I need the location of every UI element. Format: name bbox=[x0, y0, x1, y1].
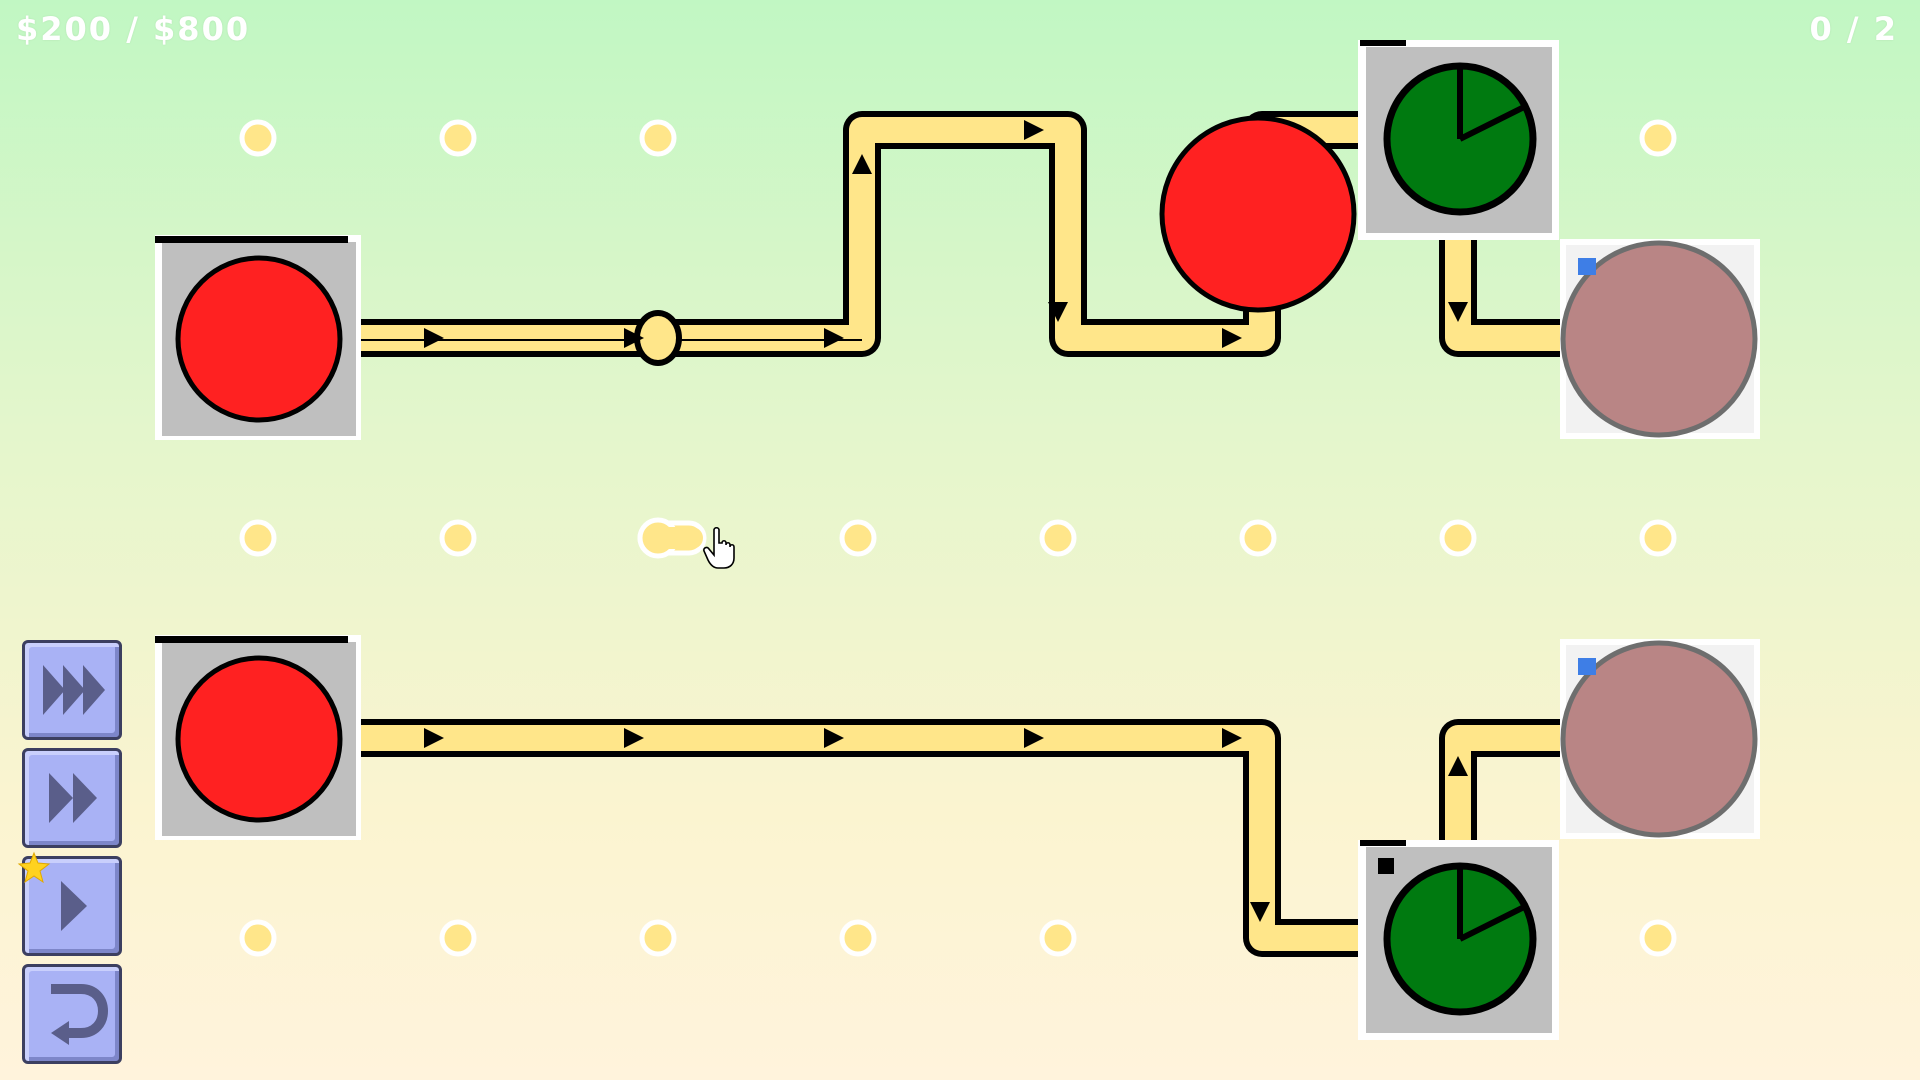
timer-top[interactable] bbox=[1358, 40, 1559, 240]
grid-node[interactable] bbox=[1239, 519, 1277, 557]
arrow-right-icon bbox=[824, 328, 844, 348]
target-bottom[interactable] bbox=[1560, 639, 1760, 839]
grid-node[interactable] bbox=[439, 519, 477, 557]
grid-node[interactable] bbox=[239, 519, 277, 557]
source-top[interactable] bbox=[155, 235, 361, 440]
arrow-right-icon bbox=[1024, 120, 1044, 140]
grid-nodes bbox=[239, 119, 1677, 957]
grid-node[interactable] bbox=[1039, 519, 1077, 557]
arrow-down-icon bbox=[1048, 302, 1068, 322]
goal-progress: 0 / 2 bbox=[1809, 10, 1898, 48]
grid-node[interactable] bbox=[1039, 919, 1077, 957]
dragging-node[interactable] bbox=[637, 517, 707, 559]
grid-node[interactable] bbox=[1639, 519, 1677, 557]
grid-node[interactable] bbox=[239, 919, 277, 957]
arrow-down-icon bbox=[1448, 302, 1468, 322]
fast-forward-2x-button[interactable] bbox=[22, 748, 122, 848]
grid-node[interactable] bbox=[1439, 519, 1477, 557]
grid-node[interactable] bbox=[839, 919, 877, 957]
arrow-up-icon bbox=[852, 154, 872, 174]
arrow-down-icon bbox=[1250, 902, 1270, 922]
arrow-right-icon bbox=[624, 328, 644, 348]
play-button[interactable] bbox=[17, 851, 122, 956]
money-counter: $200 / $800 bbox=[16, 10, 251, 48]
grid-node[interactable] bbox=[439, 119, 477, 157]
arrow-right-icon bbox=[1024, 728, 1044, 748]
grid-node[interactable] bbox=[639, 119, 677, 157]
track-arrows bbox=[424, 120, 1468, 922]
arrow-up-icon bbox=[1448, 756, 1468, 776]
grid-node[interactable] bbox=[439, 919, 477, 957]
grid-node[interactable] bbox=[1639, 119, 1677, 157]
arrow-right-icon bbox=[624, 728, 644, 748]
double-chevron-right-icon bbox=[49, 773, 97, 823]
triple-chevron-right-icon bbox=[43, 665, 105, 715]
grid-node[interactable] bbox=[839, 519, 877, 557]
track-bottom[interactable] bbox=[360, 719, 1562, 957]
target-top[interactable] bbox=[1560, 239, 1760, 439]
undo-arrow-icon bbox=[51, 984, 109, 1045]
hand-cursor-icon bbox=[703, 526, 735, 569]
arrow-right-icon bbox=[424, 328, 444, 348]
arrow-right-icon bbox=[1222, 728, 1242, 748]
fast-forward-3x-button[interactable] bbox=[22, 640, 122, 740]
grid-node[interactable] bbox=[639, 919, 677, 957]
undo-button[interactable] bbox=[22, 964, 122, 1064]
track-junction[interactable] bbox=[634, 310, 682, 366]
arrow-right-icon bbox=[824, 728, 844, 748]
timer-bottom[interactable] bbox=[1358, 840, 1559, 1040]
arrow-right-icon bbox=[1222, 328, 1242, 348]
arrow-right-icon bbox=[424, 728, 444, 748]
source-bottom[interactable] bbox=[155, 635, 361, 840]
grid-node[interactable] bbox=[1639, 919, 1677, 957]
play-icon bbox=[61, 881, 87, 931]
red-ball bbox=[1159, 115, 1357, 313]
grid-node[interactable] bbox=[239, 119, 277, 157]
star-icon bbox=[17, 851, 51, 884]
